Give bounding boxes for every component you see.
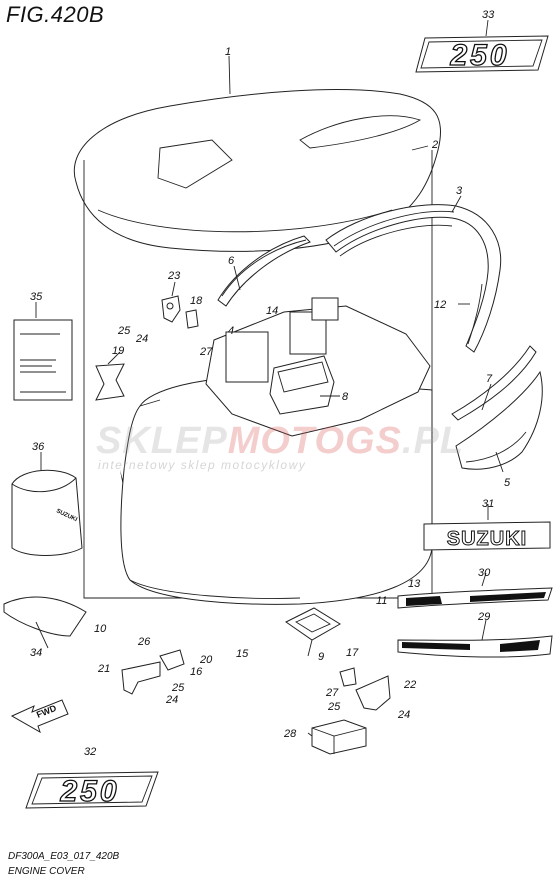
emblem-suzuki[interactable]: SUZUKI	[423, 521, 551, 551]
part-side-trim-7[interactable]	[451, 345, 537, 421]
label-part-27a: 27	[199, 346, 213, 358]
watermark-subtitle: internetowy sklep motocyklowy	[98, 458, 307, 472]
label-part-27b: 27	[325, 687, 339, 699]
label-part-8: 8	[342, 391, 349, 403]
emblem-250-top[interactable]: 250	[415, 35, 549, 73]
watermark-part-c: .PL	[401, 420, 465, 462]
emblem-250-top-text: 250	[449, 39, 509, 72]
part-bracket-group-right[interactable]	[339, 667, 391, 711]
label-part-36: 36	[32, 441, 45, 453]
figure-code: DF300A_E03_017_420B	[8, 851, 120, 862]
label-part-12: 12	[434, 299, 446, 311]
label-part-25b: 25	[171, 682, 185, 694]
label-part-16: 16	[190, 666, 203, 678]
label-part-20: 20	[199, 654, 213, 666]
watermark: SKLEPMOTOGS.PL	[96, 420, 464, 463]
label-part-22: 22	[403, 679, 416, 691]
label-part-24a: 24	[135, 333, 148, 345]
label-part-21: 21	[97, 663, 110, 675]
part-tool-pouch[interactable]	[3, 596, 87, 637]
label-part-25a: 25	[117, 325, 131, 337]
part-gasket[interactable]	[285, 607, 341, 641]
part-cover-bag[interactable]: SUZUKI	[11, 469, 83, 556]
label-part-2: 2	[431, 139, 438, 151]
part-labels: 1 2 3 4 5 6 7 8 9 10 11 12 13 14 15 16 1…	[30, 9, 511, 758]
figure-caption: ENGINE COVER	[8, 866, 85, 877]
label-part-1: 1	[225, 46, 231, 58]
part-bracket-group-left[interactable]	[121, 649, 185, 695]
part-owners-manual[interactable]	[13, 319, 73, 401]
emblem-suzuki-text: SUZUKI	[447, 528, 527, 550]
label-part-15: 15	[236, 648, 249, 660]
part-top-cover[interactable]	[73, 89, 442, 252]
label-part-4: 4	[228, 325, 234, 337]
part-air-duct[interactable]	[269, 355, 335, 415]
figure-title: FIG.420B	[6, 2, 105, 27]
fwd-arrow-icon: FWD	[10, 699, 69, 734]
label-part-32: 32	[84, 746, 96, 758]
emblem-250-bottom[interactable]: 250	[25, 771, 159, 809]
label-part-29: 29	[477, 611, 490, 623]
label-part-7: 7	[486, 373, 493, 385]
part-block-28[interactable]	[311, 719, 367, 755]
label-part-14: 14	[266, 305, 278, 317]
label-part-6: 6	[228, 255, 235, 267]
part-seal-upper[interactable]	[325, 204, 502, 353]
label-part-25c: 25	[327, 701, 341, 713]
label-part-18: 18	[190, 295, 203, 307]
label-part-31: 31	[482, 498, 494, 510]
label-part-23: 23	[167, 270, 181, 282]
watermark-part-b: MOTOGS	[227, 420, 402, 462]
emblem-250-bottom-text: 250	[59, 775, 119, 808]
label-part-35: 35	[30, 291, 43, 303]
label-part-24c: 24	[397, 709, 410, 721]
label-part-9: 9	[318, 651, 324, 663]
label-part-26: 26	[137, 636, 151, 648]
label-part-17: 17	[346, 647, 359, 659]
label-part-10: 10	[94, 623, 107, 635]
label-part-3: 3	[456, 185, 463, 197]
label-part-28: 28	[283, 728, 297, 740]
part-clip-18[interactable]	[185, 309, 199, 329]
label-part-13: 13	[408, 578, 421, 590]
part-bracket-23[interactable]	[161, 295, 181, 323]
label-part-34: 34	[30, 647, 42, 659]
label-part-24b: 24	[165, 694, 178, 706]
label-part-11: 11	[376, 595, 387, 607]
decal-stripe-29[interactable]	[397, 635, 553, 658]
label-part-30: 30	[478, 567, 491, 579]
label-part-5: 5	[504, 477, 511, 489]
decal-stripe-30[interactable]	[397, 587, 553, 609]
watermark-part-a: SKLEP	[96, 420, 228, 462]
part-seal-strip[interactable]	[217, 235, 311, 307]
part-side-trim-5[interactable]	[455, 370, 543, 470]
label-part-19: 19	[112, 345, 124, 357]
leader-lines	[35, 19, 504, 737]
label-part-33: 33	[482, 9, 495, 21]
